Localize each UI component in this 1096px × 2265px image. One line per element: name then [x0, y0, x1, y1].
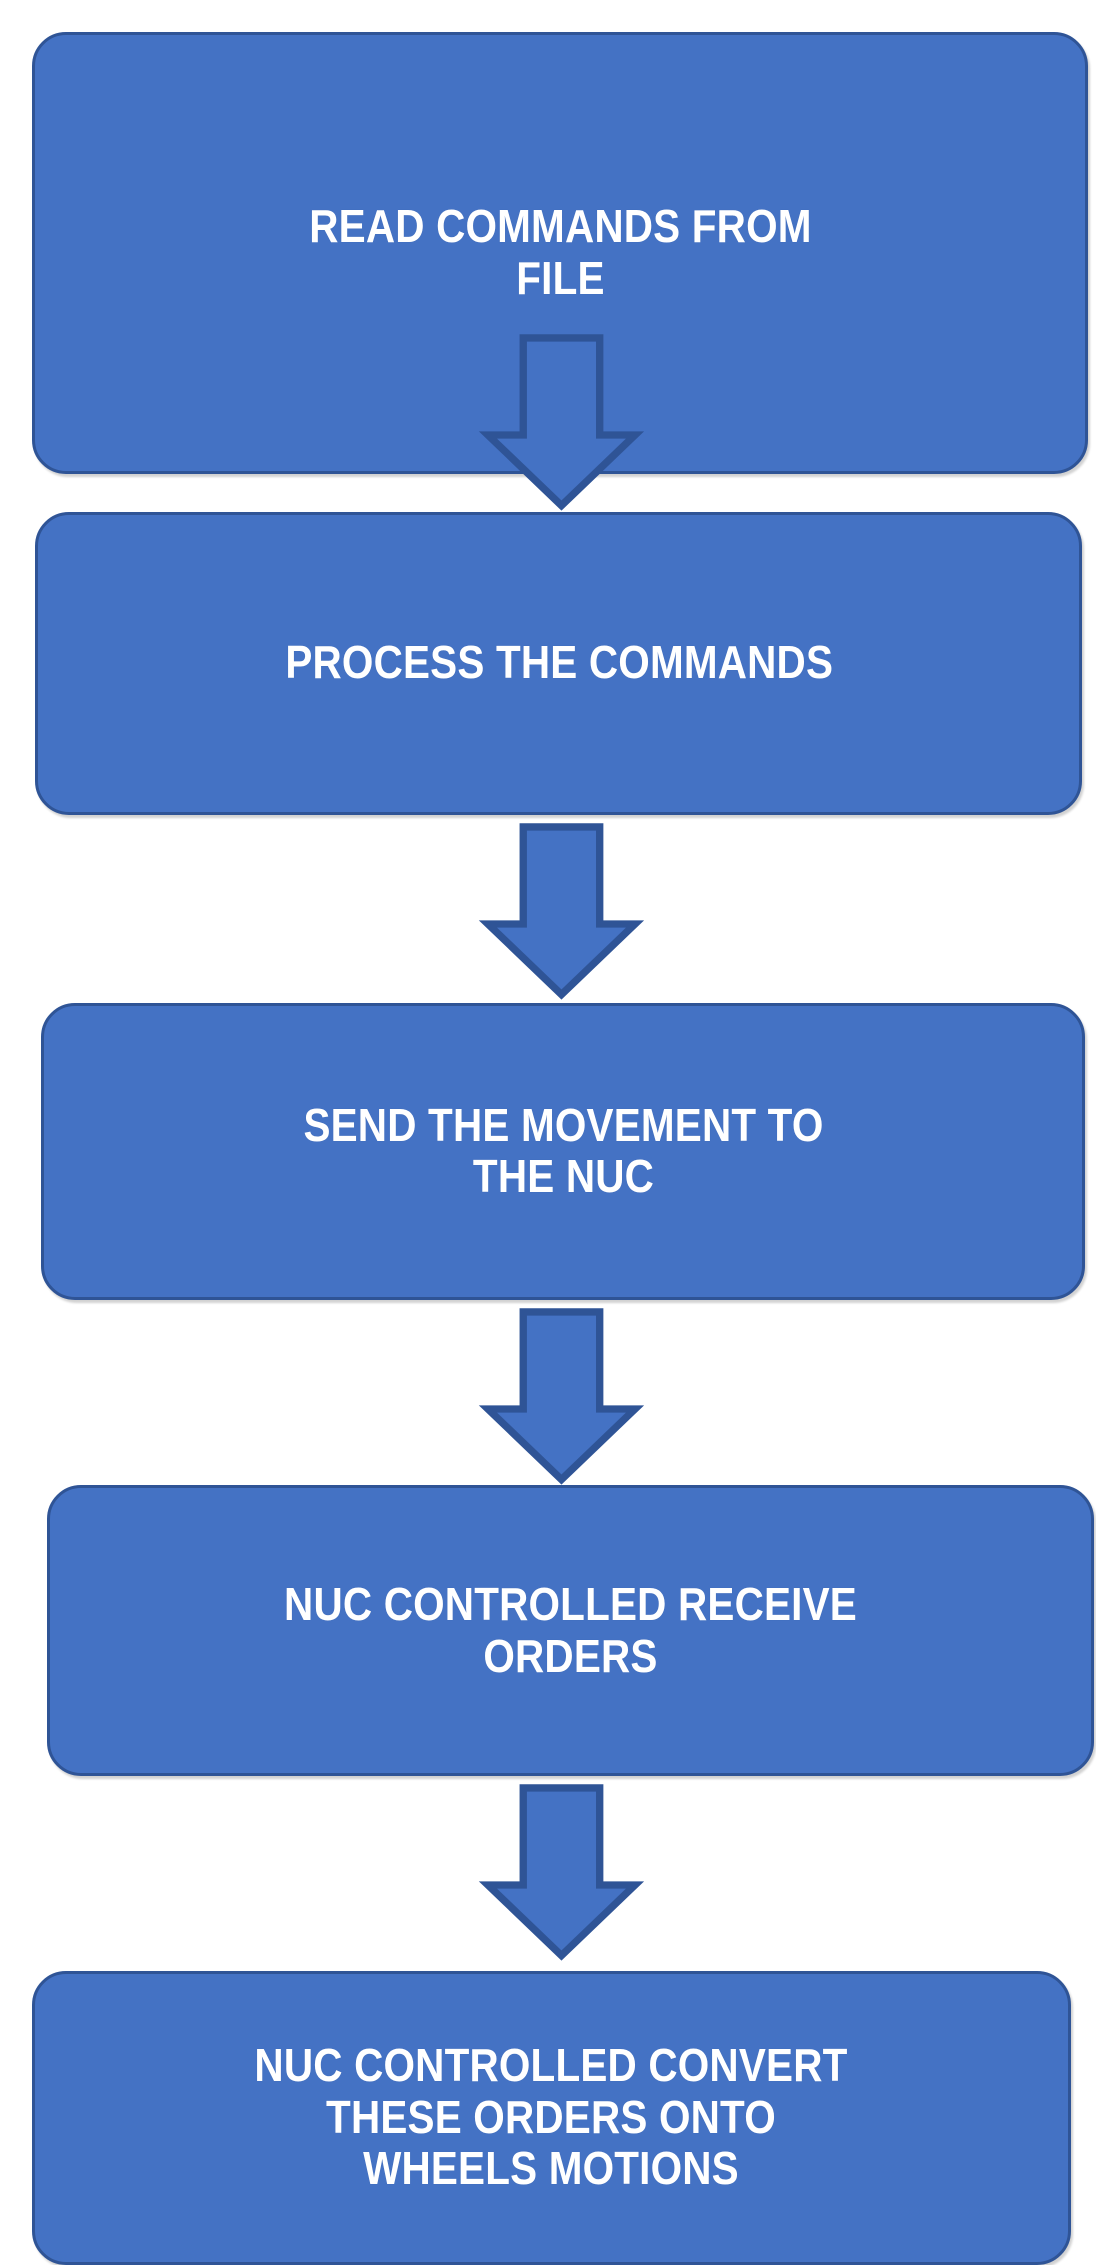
arrow-down-icon [479, 334, 645, 511]
flowchart-node-label: NUC CONTROLLED RECEIVE ORDERS [284, 1578, 858, 1682]
flowchart-arrow-down-3 [479, 1308, 645, 1485]
arrow-down-icon [479, 1784, 645, 1961]
flowchart-node-label: READ COMMANDS FROM FILE [309, 200, 812, 304]
flowchart-arrow-down-2 [479, 822, 645, 1000]
arrow-down-icon [479, 822, 645, 1000]
flowchart-node-process-the-commands[interactable]: PROCESS THE COMMANDS [35, 511, 1083, 815]
flowchart-node-label: PROCESS THE COMMANDS [284, 636, 833, 689]
flowchart-node-label: NUC CONTROLLED CONVERT THESE ORDERS ONTO… [254, 2039, 849, 2195]
flowchart-arrow-down-1 [479, 334, 645, 511]
flowchart-arrow-down-4 [479, 1784, 645, 1961]
flowchart-node-label: SEND THE MOVEMENT TO THE NUC [303, 1098, 824, 1203]
flowchart-node-send-the-movement-to-the-nuc[interactable]: SEND THE MOVEMENT TO THE NUC [41, 1002, 1086, 1300]
flowchart-node-nuc-controlled-receive-orders[interactable]: NUC CONTROLLED RECEIVE ORDERS [47, 1485, 1095, 1777]
arrow-down-icon [479, 1308, 645, 1485]
flowchart-node-nuc-controlled-convert-orders[interactable]: NUC CONTROLLED CONVERT THESE ORDERS ONTO… [32, 1970, 1071, 2265]
